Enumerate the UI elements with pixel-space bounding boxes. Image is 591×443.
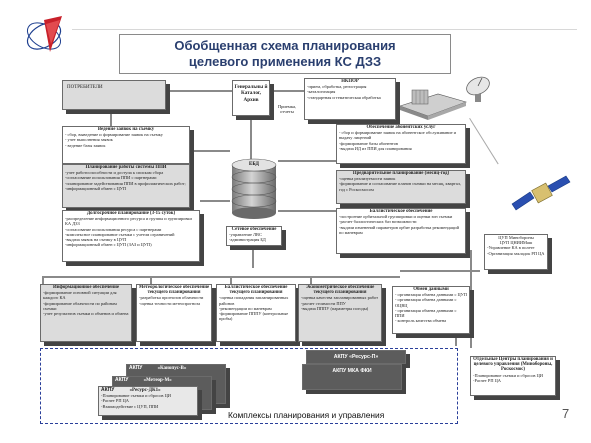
preliminary-planning-box: Предварительное планирование (месяц-год)… <box>336 170 466 204</box>
connector-line <box>190 150 230 152</box>
requests-label: Приемка, отчеты <box>277 104 297 115</box>
connector-line <box>42 276 400 278</box>
separate-centers-items: -Планирование съемки и сбросов ЦИ -Расче… <box>473 372 543 383</box>
subscriber-support-box: Обеспечение абонентских услуг - сбор и ф… <box>336 124 466 164</box>
connector-line <box>42 276 44 290</box>
connector-line <box>150 276 152 286</box>
header-rule <box>72 29 577 30</box>
meteo-planning-title: Метеорологическое обеспечение текущего п… <box>138 285 210 296</box>
info-support-box: Информационное обеспечение -формирование… <box>40 284 132 342</box>
long-term-planning-box: Долгосрочное планирование (3-15 суток) -… <box>62 210 200 262</box>
request-maintenance-box: Ведение заявок на съемку - сбор, выведен… <box>62 126 190 164</box>
general-catalog-box: Генеральны й Каталог, Архив <box>232 80 270 116</box>
ballistic-current-items: -оценка попадания запланированных районо… <box>219 295 289 322</box>
separate-centers-title: Отдельные Центры планирования и целевого… <box>473 357 553 373</box>
downlink-line <box>469 118 499 165</box>
akpu-kanopus-prefix: АКПУ <box>129 365 143 371</box>
econometric-support-items: -оценка качества запланированных работ -… <box>301 295 378 311</box>
connector-line <box>250 116 252 166</box>
connector-line <box>270 90 304 92</box>
ppi-planning-box: Планирование работы системы ППИ -учет ра… <box>62 164 190 208</box>
data-exchange-title: Обмен данными <box>413 287 449 292</box>
data-exchange-box: Обмен данными - организация обмена данны… <box>392 286 470 334</box>
cup-minoborony-box: ЦУП Минобороны ЦУП ЦНИИМаш -Управление К… <box>484 234 548 270</box>
info-support-title: Информационное обеспечение <box>53 285 119 290</box>
nkpor-title: НКПОР <box>341 79 359 84</box>
consumers-box: ПОТРЕБИТЕЛИ <box>62 80 166 110</box>
connector-line <box>110 110 112 126</box>
antenna-dish-icon <box>462 74 494 104</box>
title-box: Обобщенная схема планирования целевого п… <box>119 34 451 74</box>
separate-centers-box: Отдельные Центры планирования и целевого… <box>470 356 556 396</box>
akpu-resurs-p-label: АКПУ «Ресурс-П» <box>333 354 379 360</box>
akpu-meteor-name: «Метеор-М» <box>143 378 172 383</box>
long-term-planning-title: Долгосрочное планирование (3-15 суток) <box>86 211 176 216</box>
nkpor-items: -прием, обработка, регистрация -каталоги… <box>307 84 381 100</box>
akpu-resurs-dk-prefix: АКПУ <box>101 387 115 393</box>
footer-caption: Комплексы планирования и управления <box>228 410 385 420</box>
cup-minoborony-sub: ЦУП ЦНИИМаш <box>499 240 533 246</box>
network-support-box: Сетевое обеспечение -управление ЛВС -адм… <box>226 226 282 246</box>
network-support-title: Сетевое обеспечение <box>231 227 277 232</box>
ballistic-current-title: Баллистическое обеспечение текущего план… <box>224 285 288 296</box>
nkpor-box: НКПОР -прием, обработка, регистрация -ка… <box>304 78 396 120</box>
logo <box>24 14 68 58</box>
general-catalog-label: Генеральны й Каталог, Архив <box>234 84 268 103</box>
connector-line <box>400 270 480 272</box>
database-label: ЕБД <box>249 162 259 167</box>
akpu-mka-box: АКПУ МКА ФКИ <box>302 364 402 390</box>
subscriber-support-items: - сбор и формирование заявок на абонентс… <box>339 130 456 151</box>
akpu-resurs-dk-items: -Планирование съемки и сбросов ЦИ -Расче… <box>101 393 171 409</box>
connector-line <box>310 276 312 286</box>
title-line-1: Обобщенная схема планирования <box>174 38 396 53</box>
request-maintenance-items: - сбор, выведение и формирование заявок … <box>65 132 163 148</box>
subscriber-support-title: Обеспечение абонентских услуг <box>366 125 436 130</box>
ppi-planning-items: -учет работоспособности и доступа к спис… <box>65 170 186 191</box>
akpu-meteor-prefix: АКПУ <box>115 377 129 383</box>
title-line-2: целевого применения КС ДЗЗ <box>188 54 382 69</box>
cup-minoborony-items: -Управление КА в полете -Организация зак… <box>487 245 545 256</box>
connector-line <box>252 246 254 268</box>
database-icon: ЕБД <box>230 158 278 220</box>
cup-minoborony-title: ЦУП Минобороны <box>498 235 534 240</box>
building-icon <box>398 86 468 120</box>
akpu-resurs-dk-name: «Ресурс-ДК1» <box>129 388 161 393</box>
satellite-icon <box>508 174 574 214</box>
request-maintenance-title: Ведение заявок на съемку <box>97 127 155 132</box>
preliminary-planning-title: Предварительное планирование (месяц-год) <box>352 171 450 176</box>
ballistic-support-title: Баллистическое обеспечение <box>369 209 433 214</box>
data-exchange-items: - организация обмена данными с ЦУП - орг… <box>395 292 467 324</box>
ppi-planning-title: Планирование работы системы ППИ <box>85 165 167 170</box>
meteo-planning-box: Метеорологическое обеспечение текущего п… <box>136 284 212 342</box>
connector-line <box>200 200 230 202</box>
ballistic-current-box: Баллистическое обеспечение текущего план… <box>216 284 296 342</box>
complexes-frame <box>40 348 458 424</box>
network-support-items: -управление ЛВС -администрация БД <box>229 232 266 243</box>
connector-line <box>278 210 336 212</box>
akpu-resurs-dk-box: АКПУ «Ресурс-ДК1» -Планирование съемки и… <box>98 386 198 416</box>
info-support-items: -формирование основной ситуации для кажд… <box>43 290 129 317</box>
connector-line <box>230 276 232 286</box>
econometric-support-title: Эконометрическое обеспечение текущего пл… <box>305 285 375 296</box>
connector-line <box>278 160 336 162</box>
connector-line <box>470 318 472 348</box>
akpu-kanopus-name: «Канопус-В» <box>157 366 187 371</box>
consumers-label: ПОТРЕБИТЕЛИ <box>67 85 103 90</box>
page-number: 7 <box>562 406 570 421</box>
ballistic-support-box: Баллистическое обеспечение -построение о… <box>336 208 466 254</box>
akpu-mka-label: АКПУ МКА ФКИ <box>332 368 372 374</box>
akpu-resurs-p-box: АКПУ «Ресурс-П» <box>306 350 406 364</box>
connector-line <box>166 90 232 92</box>
preliminary-planning-items: -оценка реализуемости заявок -формирован… <box>339 176 461 192</box>
econometric-support-box: Эконометрическое обеспечение текущего пл… <box>298 284 382 342</box>
connector-line <box>470 250 472 290</box>
ballistic-support-items: -построение орбитальной группировки и оц… <box>339 214 459 235</box>
meteo-planning-items: -разработка прогнозов облачности -оценка… <box>139 295 204 306</box>
long-term-planning-items: -распределение информационного ресурса и… <box>65 216 192 248</box>
